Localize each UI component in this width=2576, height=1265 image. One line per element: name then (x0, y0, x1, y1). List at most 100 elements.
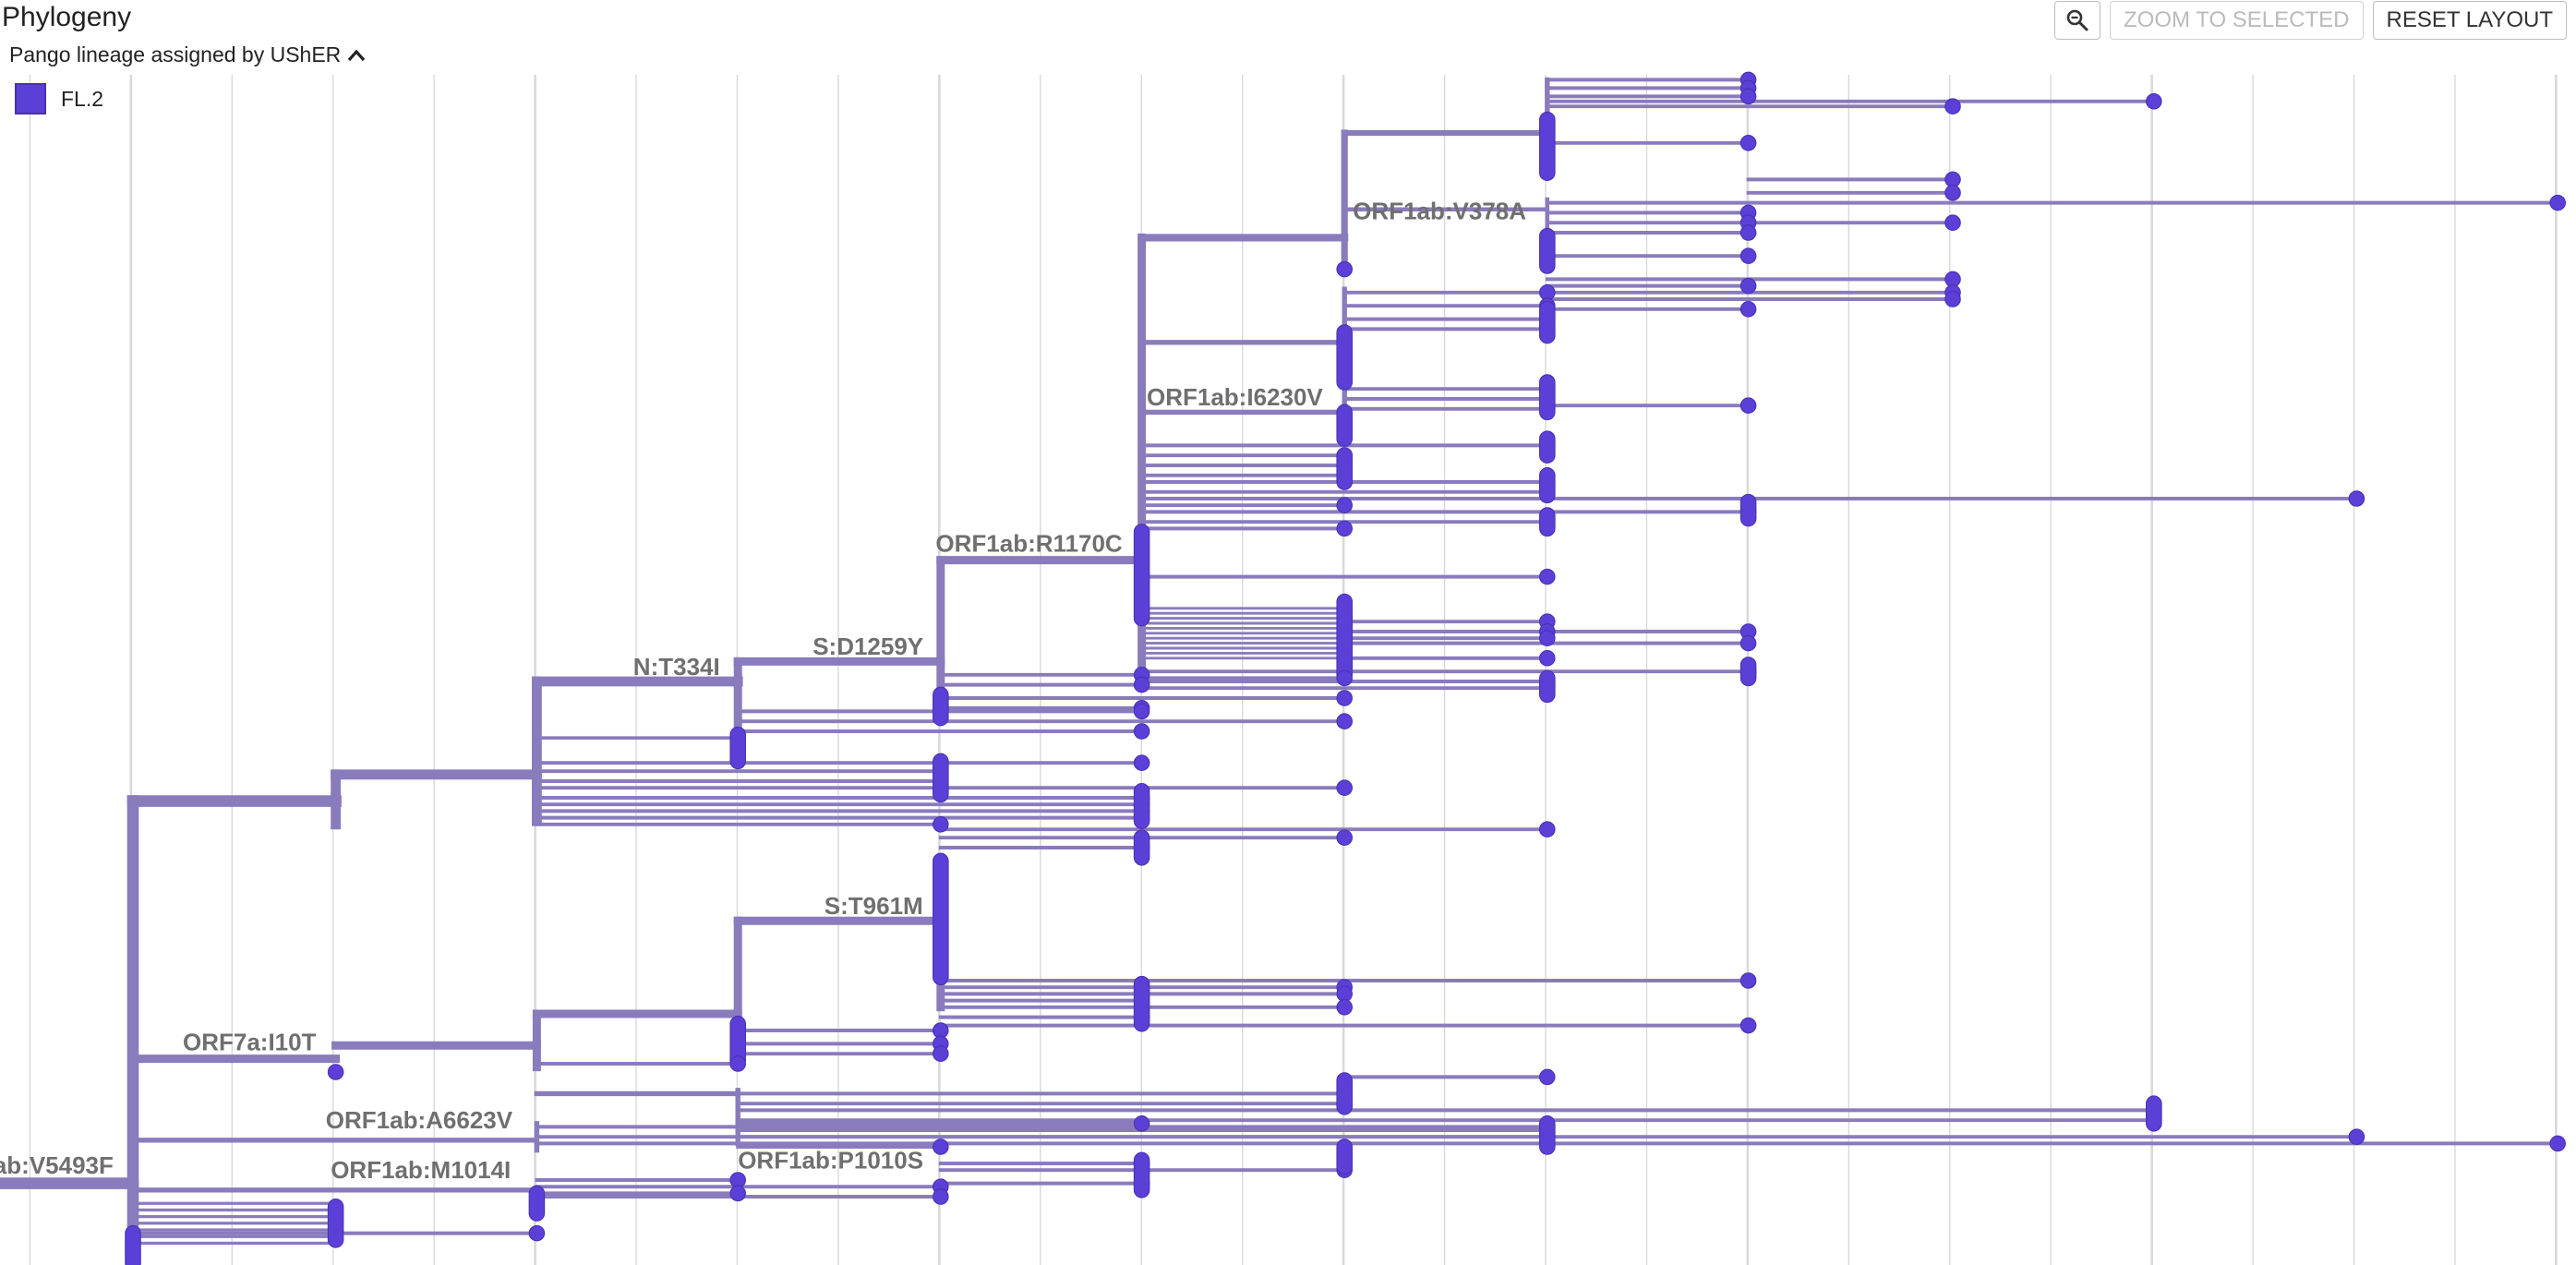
tip-node[interactable] (1539, 568, 1556, 585)
tip-node[interactable] (2549, 1135, 2566, 1152)
legend-header[interactable]: Pango lineage assigned by UShER (9, 42, 377, 67)
tip-node-cluster[interactable] (1539, 669, 1556, 704)
tip-node-cluster[interactable] (1336, 404, 1353, 447)
mutation-label: S:T961M (825, 892, 923, 920)
tip-node[interactable] (1739, 301, 1757, 318)
tip-node-cluster[interactable] (1336, 593, 1353, 683)
tip-node-cluster[interactable] (1133, 829, 1150, 866)
mutation-label: S:D1259Y (813, 632, 923, 660)
mutation-label: ab:V5493F (0, 1151, 114, 1179)
tip-node[interactable] (1739, 1017, 1757, 1034)
tip-node-cluster[interactable] (1336, 447, 1353, 490)
tip-node-cluster[interactable] (1539, 430, 1556, 464)
tip-node-cluster[interactable] (933, 753, 949, 803)
toolbar: ZOOM TO SELECTED RESET LAYOUT (2054, 1, 2567, 40)
tip-node-cluster[interactable] (528, 1185, 546, 1222)
tip-node-cluster[interactable] (1539, 467, 1556, 504)
tip-node[interactable] (1944, 185, 1961, 201)
tip-node[interactable] (1539, 1068, 1556, 1086)
tip-node[interactable] (1539, 650, 1556, 667)
tip-node-cluster[interactable] (1336, 1072, 1353, 1115)
tip-node[interactable] (1739, 972, 1757, 989)
tip-node-cluster[interactable] (1739, 493, 1757, 527)
tip-node[interactable] (528, 1224, 546, 1242)
tip-node[interactable] (1539, 821, 1556, 837)
tip-node-cluster[interactable] (1133, 524, 1150, 627)
tip-node[interactable] (1944, 291, 1961, 307)
tip-node[interactable] (1133, 723, 1150, 740)
mutation-label: ORF1ab:P1010S (738, 1146, 923, 1174)
tip-node[interactable] (1739, 224, 1757, 241)
tip-node[interactable] (1336, 829, 1353, 846)
mutation-labels: ORF1ab:V378A ORF1ab:I6230V ORF1ab:R1170C S:… (0, 198, 1526, 1185)
tip-node[interactable] (729, 1055, 746, 1072)
tip-node[interactable] (729, 1185, 746, 1202)
tip-node[interactable] (1336, 713, 1353, 729)
tip-node[interactable] (1944, 214, 1961, 231)
reset-layout-button[interactable]: RESET LAYOUT (2372, 1, 2567, 40)
tip-node[interactable] (1336, 520, 1353, 537)
tip-node-cluster[interactable] (1133, 1151, 1150, 1199)
tip-node[interactable] (1133, 754, 1150, 771)
tip-node[interactable] (1739, 88, 1757, 105)
legend-item-fl2[interactable]: FL.2 (15, 83, 112, 114)
tip-node-cluster[interactable] (933, 686, 949, 727)
tip-node-cluster[interactable] (933, 852, 949, 986)
tip-node[interactable] (1539, 630, 1556, 646)
tip-node[interactable] (933, 1138, 949, 1155)
zoom-to-selected-button[interactable]: ZOOM TO SELECTED (2110, 1, 2364, 40)
zoom-out-button[interactable] (2054, 1, 2101, 40)
tip-node[interactable] (1133, 703, 1150, 720)
tip-node[interactable] (1739, 277, 1757, 295)
tip-node-cluster[interactable] (327, 1199, 344, 1248)
tip-node-cluster[interactable] (1539, 111, 1556, 181)
chevron-up-icon[interactable] (346, 48, 367, 63)
tip-node-cluster[interactable] (1539, 507, 1556, 537)
mutation-label: ORF1ab:A6623V (326, 1106, 513, 1134)
tip-node[interactable] (1336, 497, 1353, 513)
tip-node[interactable] (1133, 1115, 1150, 1132)
tip-node-cluster[interactable] (729, 726, 746, 770)
tip-node-cluster[interactable] (1539, 374, 1556, 421)
tip-node[interactable] (1739, 135, 1757, 151)
tip-node[interactable] (327, 1064, 344, 1080)
tip-node[interactable] (2146, 93, 2162, 110)
tip-node-cluster[interactable] (1133, 783, 1150, 829)
mutation-label: N:T334I (633, 653, 720, 681)
tip-node[interactable] (1739, 247, 1757, 264)
mutation-label: ORF1ab:I6230V (1147, 383, 1323, 411)
tip-node[interactable] (1944, 98, 1961, 114)
tip-node[interactable] (1336, 779, 1353, 796)
tip-node[interactable] (1739, 397, 1757, 414)
legend-title: Pango lineage assigned by UShER (9, 42, 342, 66)
tip-node-cluster[interactable] (1336, 324, 1353, 391)
tip-node[interactable] (933, 1045, 949, 1062)
tip-node[interactable] (1336, 999, 1353, 1016)
tip-node[interactable] (2348, 490, 2365, 507)
mutation-label: ORF1ab:M1014I (331, 1156, 511, 1184)
tip-node[interactable] (933, 1188, 949, 1205)
mutation-label: ORF1ab:R1170C (935, 530, 1123, 558)
tip-node[interactable] (933, 816, 949, 833)
tree-nodes[interactable] (125, 71, 2566, 1265)
magnifier-minus-icon (2066, 9, 2088, 31)
panel-title: Phylogeny (2, 2, 132, 32)
tip-node[interactable] (1739, 634, 1757, 652)
mutation-label: ORF7a:I10T (183, 1029, 317, 1056)
tip-node-cluster[interactable] (2146, 1095, 2162, 1132)
tip-node[interactable] (1336, 690, 1353, 706)
tip-node-cluster[interactable] (1539, 301, 1556, 344)
tip-node-cluster[interactable] (1336, 1138, 1353, 1175)
tip-node[interactable] (1336, 669, 1353, 687)
tip-node-cluster[interactable] (1539, 227, 1556, 274)
tip-node[interactable] (2348, 1128, 2365, 1145)
tip-node[interactable] (2549, 194, 2566, 211)
tip-node-cluster[interactable] (1739, 657, 1757, 687)
tip-node-cluster[interactable] (1133, 975, 1150, 1032)
tip-node[interactable] (1133, 676, 1150, 693)
tip-node-cluster[interactable] (1539, 1115, 1556, 1155)
tip-node[interactable] (1336, 260, 1353, 278)
mutation-label: ORF1ab:V378A (1353, 198, 1526, 225)
tip-node-cluster[interactable] (125, 1224, 141, 1265)
